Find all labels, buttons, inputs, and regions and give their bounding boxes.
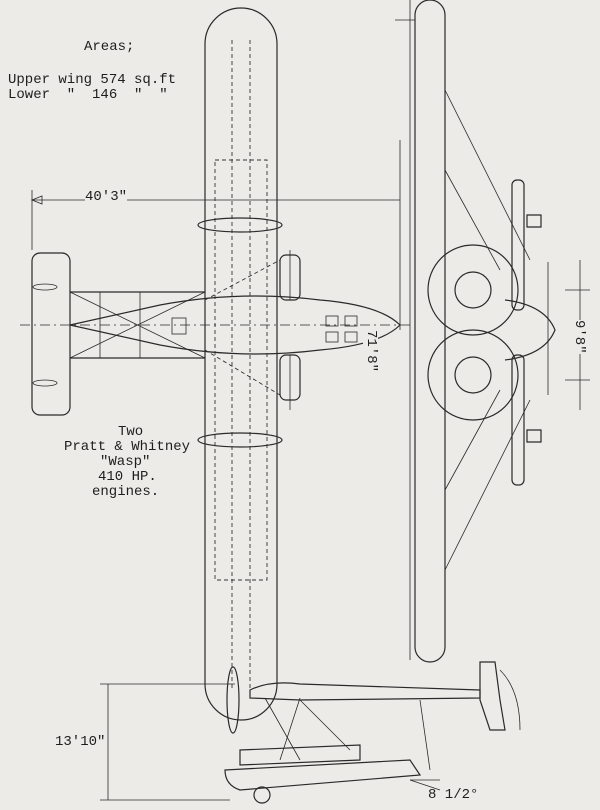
side-view [100,661,521,804]
upper-wing-planform [204,7,278,721]
span-dimension: 40'3" [85,189,128,205]
engine-propeller-upper [427,244,519,336]
areas-lower-wing: Lower " 146 " " [8,87,168,103]
track-dimension: 9'8" [571,320,587,354]
tailplane [31,252,71,416]
top-view [20,7,410,721]
length-dimension: 71'8" [363,330,379,373]
engine-note-line4: 410 HP. [98,469,157,485]
wing-front [414,0,446,663]
angle-dimension: 8 1/2° [428,787,479,803]
height-dimension: 13'10" [55,734,106,750]
front-view [395,0,590,663]
hull-side [224,759,422,791]
engine-note-line5: engines. [92,484,160,500]
areas-title: Areas; [84,39,135,55]
upper-wing-side [249,682,481,701]
engine-note-line2: Pratt & Whitney [64,439,191,455]
engine-propeller-lower [427,329,519,421]
areas-upper-wing: Upper wing 574 sq.ft [8,72,177,88]
engine-note-line1: Two [118,424,144,440]
engine-note-line3: "Wasp" [100,454,151,470]
